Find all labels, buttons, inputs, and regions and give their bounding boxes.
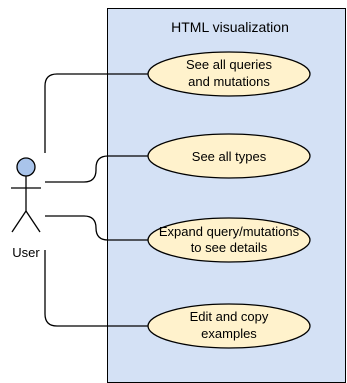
connector-examples bbox=[44, 250, 148, 327]
use-case-types-line1: See all types bbox=[192, 149, 267, 164]
use-case-queries-line2: and mutations bbox=[188, 74, 270, 89]
use-case-see-all-types: See all types bbox=[147, 133, 311, 179]
use-case-expand-line1: Expand query/mutations bbox=[159, 224, 300, 239]
use-case-examples-line1: Edit and copy bbox=[190, 309, 269, 324]
actor-right-leg bbox=[25, 210, 41, 233]
system-title: HTML visualization bbox=[171, 19, 289, 35]
use-case-expand-line2: to see details bbox=[191, 240, 268, 255]
actor-label: User bbox=[12, 245, 40, 260]
actor-user: User bbox=[11, 157, 41, 260]
use-case-expand-query: Expand query/mutations to see details bbox=[147, 217, 311, 263]
connector-types bbox=[45, 155, 148, 183]
use-case-edit-copy-examples: Edit and copy examples bbox=[147, 303, 311, 349]
actor-left-leg bbox=[11, 210, 27, 233]
connector-expand bbox=[45, 215, 148, 241]
use-case-queries-line1: See all queries bbox=[186, 57, 272, 72]
actor-head bbox=[16, 157, 36, 177]
connector-queries bbox=[44, 73, 148, 153]
use-case-see-all-queries: See all queries and mutations bbox=[147, 51, 311, 97]
use-case-examples-line2: examples bbox=[201, 326, 257, 341]
